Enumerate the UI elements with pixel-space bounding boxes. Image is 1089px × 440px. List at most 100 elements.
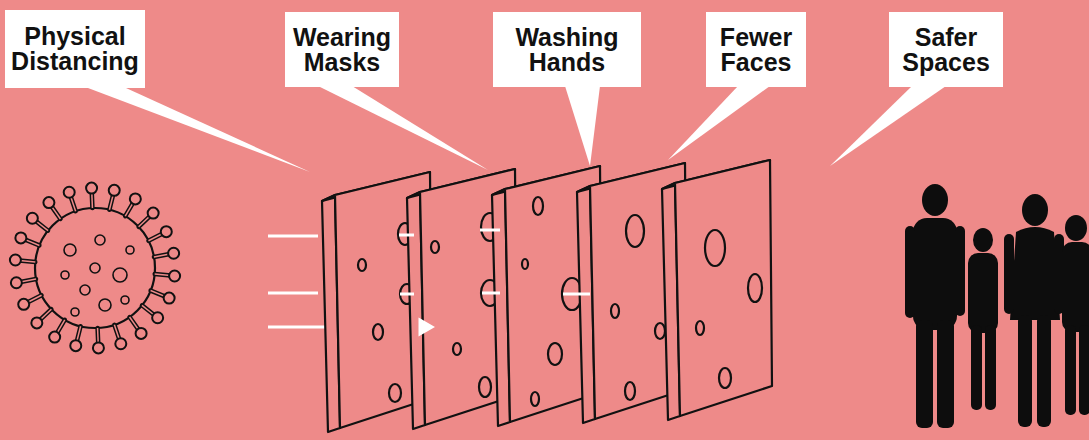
person-body	[913, 218, 957, 330]
virus-dot	[113, 268, 127, 282]
virus-dot	[71, 308, 79, 316]
cheese-hole	[655, 323, 665, 339]
callout-box: Physical Distancing	[5, 10, 145, 88]
cheese-slice	[662, 160, 772, 420]
virus-dot	[121, 296, 129, 304]
person-body	[1010, 227, 1060, 320]
cheese-hole	[748, 274, 762, 302]
slice-face	[590, 163, 687, 419]
callout-box: Wearing Masks	[285, 12, 399, 87]
virus-knob	[64, 187, 75, 198]
cheese-hole	[719, 368, 731, 388]
callout-pointer	[318, 86, 488, 170]
cheese-slice	[492, 166, 602, 426]
cheese-hole	[548, 343, 562, 365]
person-head	[922, 184, 948, 216]
slice-face	[420, 169, 517, 425]
virus-dot	[126, 246, 134, 254]
virus-dot	[95, 235, 105, 245]
callout-box: Washing Hands	[493, 12, 641, 87]
virus-dot	[64, 244, 76, 256]
virus-knob	[18, 299, 29, 310]
virus-knob	[109, 185, 120, 196]
virus-dot	[99, 299, 111, 311]
arrow-line	[482, 292, 500, 295]
callout-text: Physical Distancing	[9, 24, 141, 74]
virus-knob	[152, 312, 163, 323]
cheese-slices	[322, 160, 772, 432]
cheese-hole	[531, 392, 539, 406]
slice-face	[335, 172, 432, 428]
cheese-hole	[431, 241, 439, 253]
virus-knob	[164, 293, 175, 304]
cheese-slice	[577, 163, 687, 423]
virus-knob	[86, 183, 97, 194]
person-body	[968, 253, 998, 333]
virus-drawing	[10, 183, 180, 354]
virus-body	[35, 208, 155, 328]
callout-pointer	[565, 86, 600, 166]
arrow-line	[399, 234, 414, 237]
person-leg	[1018, 315, 1032, 427]
virus-knob	[93, 342, 104, 353]
virus-knob	[169, 270, 180, 281]
virus-knob	[31, 317, 42, 328]
person-arm	[955, 226, 965, 316]
cheese-hole	[522, 259, 528, 269]
cheese-hole	[696, 321, 704, 335]
virus-knob	[11, 277, 22, 288]
callout-pointer	[830, 86, 946, 166]
person-head	[1065, 215, 1087, 241]
callout-text: Safer Spaces	[893, 25, 999, 75]
person-leg	[937, 320, 954, 428]
person-arm	[905, 226, 915, 318]
virus-knob	[43, 197, 54, 208]
virus-knob	[27, 213, 38, 224]
person-leg	[916, 320, 933, 428]
cheese-hole	[453, 343, 461, 355]
person-body	[1062, 242, 1089, 332]
person-head	[973, 228, 993, 252]
virus-knob	[161, 226, 172, 237]
callout-box: Safer Spaces	[889, 12, 1003, 87]
virus-knob	[148, 208, 159, 219]
callout-text: Wearing Masks	[289, 25, 395, 75]
person-leg	[1079, 325, 1089, 415]
cheese-hole	[358, 259, 366, 271]
person-leg	[971, 325, 982, 410]
cheese-hole	[373, 324, 383, 340]
callout-text: Fewer Faces	[710, 25, 802, 75]
cheese-hole	[479, 377, 491, 397]
cheese-slice	[322, 172, 432, 432]
arrow-line	[268, 292, 318, 295]
callout-pointer	[88, 88, 310, 172]
person-arm	[1004, 234, 1014, 314]
cheese-hole	[626, 215, 644, 247]
cheese-hole	[705, 230, 725, 266]
person-leg	[985, 325, 996, 410]
arrow-line	[400, 293, 414, 296]
person-leg	[1037, 315, 1051, 427]
slice-face	[505, 166, 602, 422]
arrow-head	[420, 320, 432, 334]
virus-knob	[70, 340, 81, 351]
virus-dot	[61, 271, 69, 279]
virus-knob	[130, 193, 141, 204]
cheese-hole	[611, 304, 619, 318]
person-leg	[1065, 325, 1076, 415]
callout-pointer	[668, 86, 770, 160]
virus-knob	[136, 328, 147, 339]
person-head	[1022, 194, 1048, 226]
virus-knob	[10, 255, 21, 266]
callout-text: Washing Hands	[497, 25, 637, 75]
virus-knob	[168, 248, 179, 259]
cheese-hole	[533, 197, 543, 215]
cheese-hole	[625, 382, 635, 400]
arrow-through-holes	[399, 230, 590, 334]
arrow-line	[268, 235, 318, 238]
callout-pointers	[88, 86, 946, 172]
virus-knob	[15, 232, 26, 243]
arrow-line	[480, 229, 500, 232]
slice-face	[675, 160, 772, 416]
virus-knob	[49, 332, 60, 343]
